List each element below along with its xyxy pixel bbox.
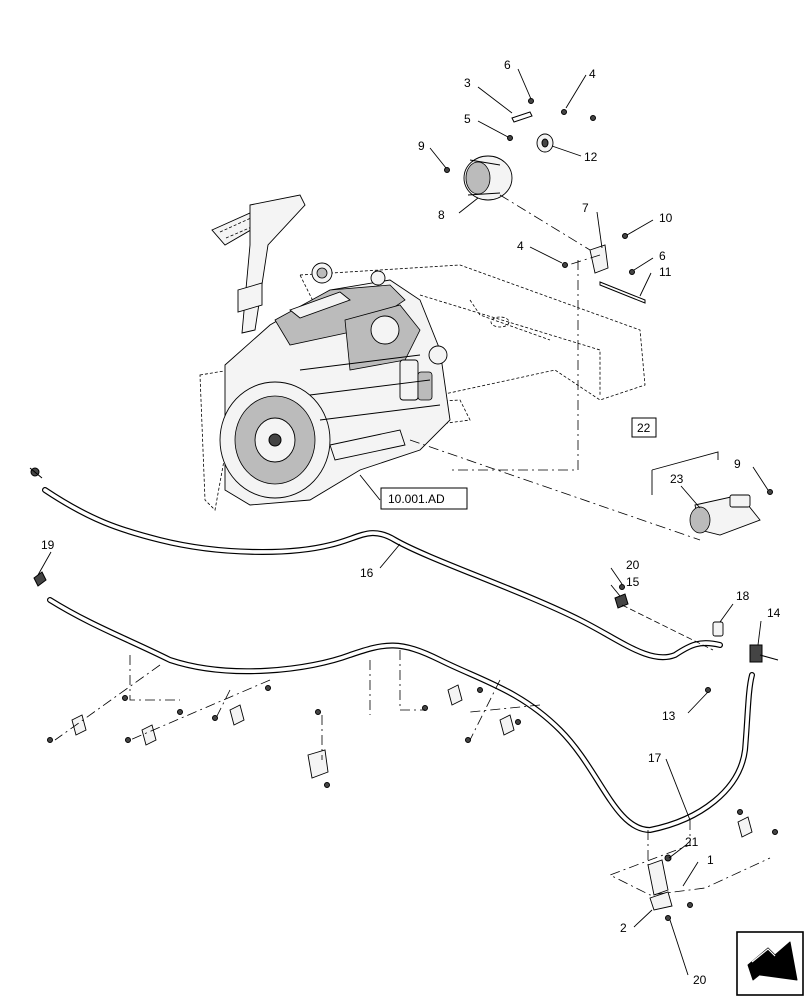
callout-16: 16 <box>360 566 374 580</box>
callout-19: 19 <box>41 538 55 552</box>
callout-15: 15 <box>626 575 640 589</box>
callout-9-right: 9 <box>734 457 741 471</box>
callout-6-top: 6 <box>504 58 511 72</box>
alternator-group <box>444 98 646 471</box>
lower-bracket <box>609 820 771 921</box>
callout-1: 1 <box>707 853 714 867</box>
callout-2: 2 <box>620 921 627 935</box>
leader-lines <box>37 68 769 976</box>
callout-7: 7 <box>582 201 589 215</box>
callout-6-mid: 6 <box>659 249 666 263</box>
reference-box: 10.001.AD <box>380 487 468 510</box>
reference-label: 10.001.AD <box>388 492 445 506</box>
callout-11: 11 <box>659 265 672 279</box>
callout-10: 10 <box>659 211 673 225</box>
callout-5: 5 <box>464 112 471 126</box>
group-ref-box: 22 <box>631 417 657 438</box>
callout-17: 17 <box>648 751 662 765</box>
callout-9-left: 9 <box>418 139 425 153</box>
callout-14: 14 <box>767 606 781 620</box>
callout-22: 22 <box>637 421 651 435</box>
hose-16 <box>29 467 723 661</box>
callout-12: 12 <box>584 150 598 164</box>
callout-20-mid: 20 <box>626 558 640 572</box>
callout-4-mid: 4 <box>517 239 524 253</box>
callout-13: 13 <box>662 709 676 723</box>
callout-23: 23 <box>670 472 684 486</box>
callout-3: 3 <box>464 76 471 90</box>
engine-assembly <box>211 194 451 506</box>
starter-group <box>409 439 773 541</box>
callout-21: 21 <box>685 835 699 849</box>
callout-labels: 6 3 4 5 9 12 8 7 10 4 6 11 22 9 23 10.00… <box>41 58 781 987</box>
callout-20-bottom: 20 <box>693 973 707 987</box>
hose-17 <box>33 571 755 834</box>
fittings <box>614 584 779 693</box>
clamps <box>47 650 778 838</box>
view-arrow-icon <box>736 931 804 996</box>
callout-4-top: 4 <box>589 67 596 81</box>
callout-8: 8 <box>438 208 445 222</box>
callout-18: 18 <box>736 589 750 603</box>
